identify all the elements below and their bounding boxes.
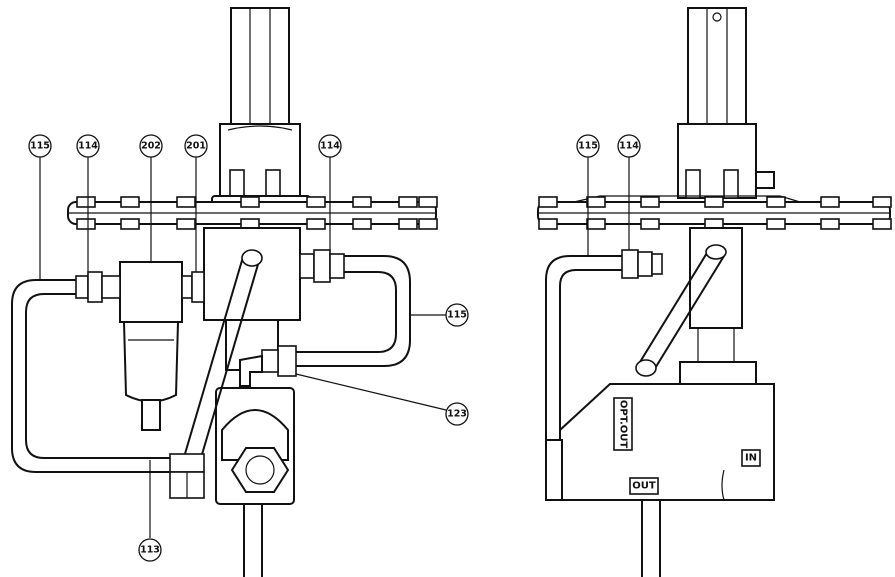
flange-bolt-nut — [538, 218, 558, 230]
callout-114-a: 114 — [76, 134, 100, 158]
port-label-opt-out: OPT.OUT — [613, 397, 633, 451]
flange-bolt-nut — [176, 196, 196, 208]
tube-115-right-outer — [296, 255, 411, 367]
flange-bolt-nut — [704, 196, 724, 208]
diagonal-tube-left — [181, 249, 263, 469]
flange-bolt-nut — [418, 196, 438, 208]
tube-115-rightview-outer — [545, 255, 622, 440]
callout-115-top: 115 — [28, 134, 52, 158]
flange-bolt-nut — [640, 196, 660, 208]
svg-text:202: 202 — [141, 141, 161, 152]
tube-115-left-inner — [25, 293, 172, 459]
callout-115-right: 115 — [445, 303, 469, 327]
left-leaders — [39, 156, 447, 538]
svg-text:115: 115 — [447, 310, 467, 321]
flange-bolt-nut — [352, 218, 372, 230]
flange-bolt-nut — [306, 196, 326, 208]
flange-bolt-nut — [538, 196, 558, 208]
svg-text:115: 115 — [578, 141, 598, 152]
flange-bolt-nut — [176, 218, 196, 230]
right-mount-plate — [679, 361, 757, 385]
port-label-out: OUT — [629, 477, 659, 495]
right-yoke — [689, 227, 743, 329]
svg-text:IN: IN — [745, 453, 757, 464]
svg-text:114: 114 — [619, 141, 639, 152]
fitting-114-right — [299, 249, 345, 283]
callout-115-rightview: 115 — [576, 134, 600, 158]
filter-regulator — [119, 261, 183, 431]
tube-115-rightview-inner — [559, 269, 622, 440]
svg-text:201: 201 — [186, 141, 206, 152]
flange-bolt-nut — [418, 218, 438, 230]
svg-text:114: 114 — [78, 141, 98, 152]
fitting-114-left — [75, 271, 121, 303]
fitting-114-rightview — [621, 249, 663, 279]
svg-text:OUT: OUT — [632, 481, 656, 492]
flange-bolt-nut — [586, 218, 606, 230]
flange-bolt-nut — [120, 218, 140, 230]
callout-114-rightview: 114 — [617, 134, 641, 158]
flange-bolt-nut — [766, 218, 786, 230]
callout-123: 123 — [445, 402, 469, 426]
tube-115-left-outer — [11, 279, 172, 473]
flange-bolt-nut — [766, 196, 786, 208]
flange-bolt-nut — [76, 218, 96, 230]
callout-114-b: 114 — [318, 134, 342, 158]
left-view: 115 114 202 201 114 115 123 113 — [11, 7, 469, 577]
flange-bolt-nut — [872, 218, 892, 230]
callout-202: 202 — [139, 134, 163, 158]
flange-bolt-nut — [640, 218, 660, 230]
right-stem — [677, 7, 775, 199]
svg-text:OPT.OUT: OPT.OUT — [618, 400, 629, 449]
positioner-box — [545, 383, 775, 501]
svg-text:113: 113 — [140, 545, 160, 556]
valve-body — [215, 387, 295, 577]
svg-text:115: 115 — [30, 141, 50, 152]
diagonal-tube-right — [635, 244, 727, 377]
svg-text:123: 123 — [447, 409, 467, 420]
flange-bolt-nut — [586, 196, 606, 208]
svg-text:114: 114 — [320, 141, 340, 152]
right-view: OPT.OUT IN OUT 115 114 — [537, 7, 892, 577]
flange-bolt-nut — [820, 196, 840, 208]
flange-bolt-nut — [872, 196, 892, 208]
fitting-113 — [169, 453, 205, 499]
flange-bolt-nut — [76, 196, 96, 208]
left-stem — [211, 7, 311, 209]
flange-bolt-nut — [120, 196, 140, 208]
flange-bolt-nut — [240, 196, 260, 208]
actuator-body — [203, 227, 301, 321]
tube-115-right-inner — [296, 271, 397, 353]
flange-bolt-nut — [352, 196, 372, 208]
flange-bolt-nut — [306, 218, 326, 230]
flange-bolt-nut — [820, 218, 840, 230]
flange-bolt-nut — [398, 218, 418, 230]
left-flange — [67, 196, 438, 230]
fitting-201 — [181, 271, 205, 303]
callout-201: 201 — [184, 134, 208, 158]
fitting-123 — [239, 345, 297, 387]
right-flange — [537, 195, 892, 230]
port-label-in: IN — [741, 449, 761, 467]
flange-bolt-nut — [398, 196, 418, 208]
callout-113: 113 — [138, 538, 162, 562]
